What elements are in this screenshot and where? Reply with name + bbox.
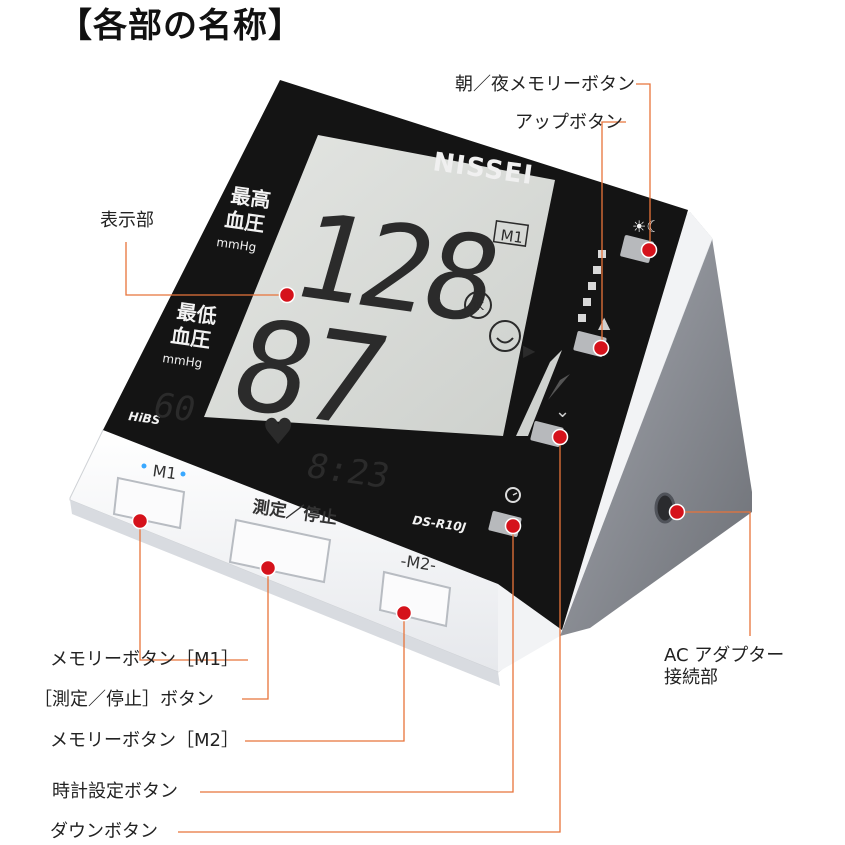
leader-up xyxy=(601,121,626,347)
diastolic-label-line1: 最低 xyxy=(175,299,218,328)
systolic-reading: 128 xyxy=(278,188,509,348)
clock-icon xyxy=(505,487,521,503)
m1-led-left-icon xyxy=(141,463,147,469)
bp-level-bar xyxy=(516,350,562,436)
smiley-face-icon xyxy=(489,320,521,352)
down-arrow-icon: ⌄ xyxy=(555,401,570,422)
leader-display xyxy=(125,242,287,296)
label-down-button: ダウンボタン xyxy=(50,821,158,842)
leader-measure xyxy=(242,568,269,700)
marker-am-pm xyxy=(640,241,658,259)
label-measure-stop: ［測定／停止］ボタン xyxy=(34,689,214,710)
measure-stop-button[interactable] xyxy=(228,518,332,584)
marker-m2 xyxy=(395,604,413,622)
marker-measure xyxy=(259,559,277,577)
diagram-title: 【各部の名称】 xyxy=(58,6,303,46)
label-ac-adapter: AC アダプター 接続部 xyxy=(664,645,784,688)
label-am-pm-memory-button: 朝／夜メモリーボタン xyxy=(455,74,635,95)
memory-tag-frame xyxy=(492,220,530,247)
marker-ac xyxy=(668,503,686,521)
marker-m1 xyxy=(131,512,149,530)
callout-markers xyxy=(131,241,686,622)
systolic-label-line1: 最高 xyxy=(229,183,272,212)
leader-am-pm xyxy=(636,83,651,248)
side-accent-bar xyxy=(548,374,570,400)
leader-lines xyxy=(125,83,751,833)
leader-clock xyxy=(200,526,514,793)
label-clock-set-button: 時計設定ボタン xyxy=(52,781,178,802)
marker-clock xyxy=(504,517,522,535)
label-ac-adapter-line2: 接続部 xyxy=(664,666,718,688)
systolic-label-line2: 血圧 xyxy=(223,207,266,236)
memory-tag: M1 xyxy=(499,226,524,247)
m1-button[interactable] xyxy=(112,476,186,530)
marker-down xyxy=(551,428,569,446)
diastolic-label-line2: 血圧 xyxy=(169,323,212,352)
arrow-indicator-icon: ▶ xyxy=(523,341,536,360)
marker-display xyxy=(278,286,296,304)
leader-m2 xyxy=(245,613,405,742)
device-front-edge xyxy=(70,500,500,686)
label-display-area: 表示部 xyxy=(100,210,154,231)
label-memory-m2: メモリーボタン［M2］ xyxy=(50,730,239,751)
label-up-button: アップボタン xyxy=(515,112,623,133)
clock-hand-icon xyxy=(512,492,518,496)
heart-icon: ♥ xyxy=(262,412,294,453)
ok-mark-icon xyxy=(464,291,492,319)
diastolic-unit: mmHg xyxy=(162,351,204,370)
m1-button-label: M1 xyxy=(151,461,177,483)
label-memory-m1: メモリーボタン［M1］ xyxy=(50,649,239,670)
marker-up xyxy=(592,339,610,357)
leader-ac xyxy=(677,511,751,636)
leader-m1 xyxy=(139,522,248,661)
sun-moon-icon: ☀☾ xyxy=(632,217,661,236)
device-side-panel xyxy=(556,212,752,636)
m2-button-label: -M2- xyxy=(399,551,437,575)
up-arrow-icon: ▲ xyxy=(598,313,611,332)
hibs-badge: HiBS xyxy=(128,409,162,427)
ok-mark-text: OK xyxy=(468,300,485,313)
lcd-screen xyxy=(204,135,555,436)
m1-led-right-icon xyxy=(180,471,186,477)
systolic-unit: mmHg xyxy=(216,235,258,254)
smiley-mouth-icon xyxy=(496,337,514,344)
leader-down xyxy=(178,437,561,833)
label-ac-adapter-line1: AC アダプター xyxy=(664,645,785,666)
